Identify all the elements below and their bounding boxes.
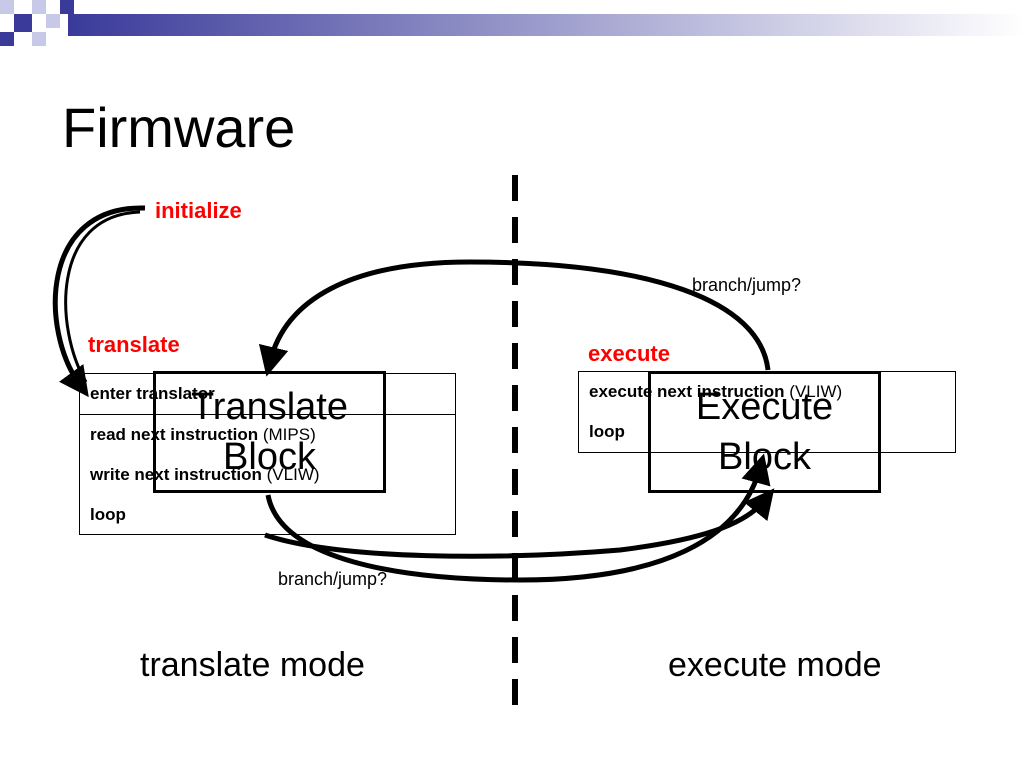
translate-block-line1: Translate [191, 386, 348, 428]
branch-top-label: branch/jump? [692, 275, 802, 295]
header-decoration [0, 0, 1024, 46]
translate-row: read next instruction (MIPS) [80, 414, 455, 455]
execute-block-line2: Block [718, 436, 811, 478]
execute-block-line1: Execute [695, 386, 834, 428]
translate-row: loop [90, 505, 126, 524]
initialize-label: initialize [155, 198, 242, 223]
translate-block: Translate Block [153, 371, 386, 493]
execute-heading: execute [588, 341, 670, 366]
execute-mode-label: execute mode [668, 646, 882, 684]
translate-heading: translate [88, 332, 180, 357]
branch-bottom-arrow [264, 488, 775, 559]
translate-row: write next instruction (VLIW) [90, 465, 320, 484]
branch-top-arrow [258, 259, 771, 377]
initialize-arrow [52, 205, 146, 398]
translate-mode-label: translate mode [140, 646, 365, 684]
translate-row: enter translator [90, 384, 215, 403]
execute-row: execute next instruction (VLIW) [589, 382, 843, 401]
execute-row: loop [589, 422, 625, 441]
execute-block: Execute Block [648, 371, 881, 493]
slide-title: Firmware [62, 96, 296, 159]
execute-panel: execute next instruction (VLIW) loop [578, 371, 956, 453]
translate-panel: enter translator read next instruction (… [79, 373, 456, 535]
branch-bottom-label: branch/jump? [278, 569, 388, 589]
translate-block-line2: Block [223, 436, 316, 478]
